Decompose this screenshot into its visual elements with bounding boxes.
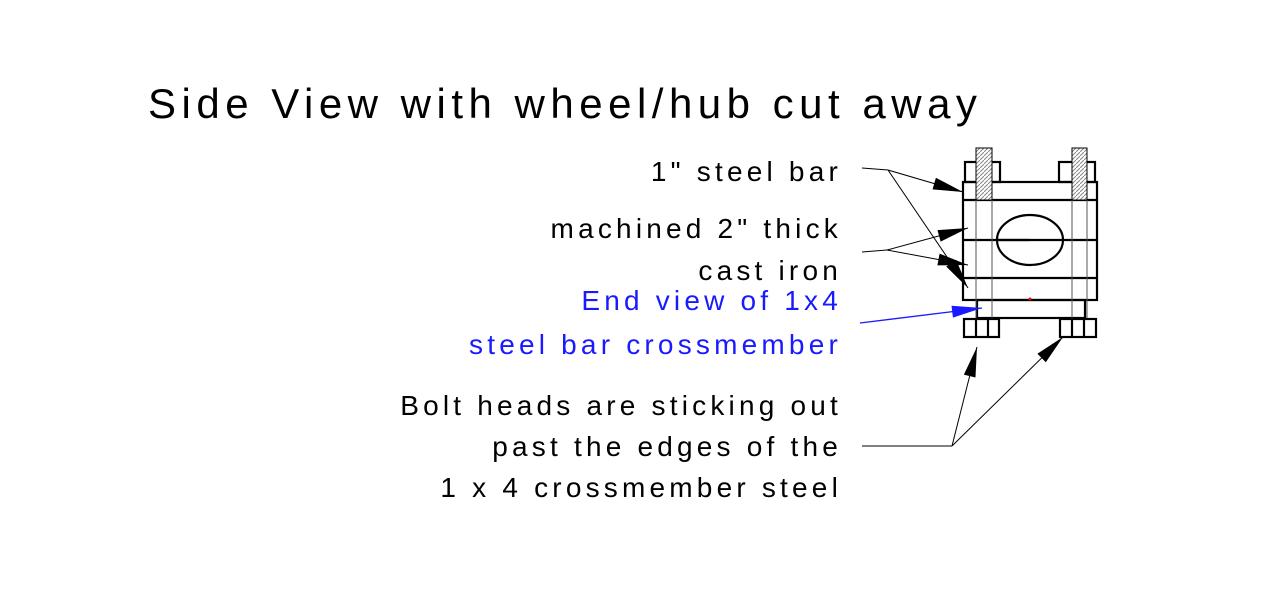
label-bolt-line2: past the edges of the <box>492 431 842 462</box>
arrow-crossmember <box>859 305 983 324</box>
bolt-thread-right <box>1071 147 1088 201</box>
arrow-bolt-head-left <box>951 346 978 447</box>
label-end-view-line2: steel bar crossmember <box>469 329 842 360</box>
leader-lines <box>859 167 1064 447</box>
crossmember <box>975 298 1087 320</box>
label-steel-bar: 1" steel bar <box>651 156 842 187</box>
arrow-steel-bar-top <box>887 169 964 193</box>
label-end-view-line1: End view of 1x4 <box>581 285 842 316</box>
leader-steel-bar <box>861 167 889 171</box>
arrow-steel-bar-bottom <box>887 169 969 289</box>
arrow-cast-iron-lower <box>886 249 969 266</box>
label-bolt-line1: Bolt heads are sticking out <box>400 390 842 421</box>
arrow-bolt-head-right <box>951 336 1064 447</box>
label-machined-line2: cast iron <box>698 255 842 286</box>
red-marker-dot <box>1028 297 1032 301</box>
leader-cast-iron <box>861 249 888 253</box>
bolt-head-left <box>962 317 1001 339</box>
label-machined-line1: machined 2" thick <box>551 213 842 244</box>
label-bolt-line3: 1 x 4 crossmember steel <box>440 472 842 503</box>
hub-assembly-drawing <box>961 147 1099 339</box>
arrow-cast-iron-upper <box>886 227 969 251</box>
bolt-head-right <box>1058 317 1098 339</box>
diagram-title: Side View with wheel/hub cut away <box>148 80 982 127</box>
bolt-thread-left <box>975 147 993 201</box>
